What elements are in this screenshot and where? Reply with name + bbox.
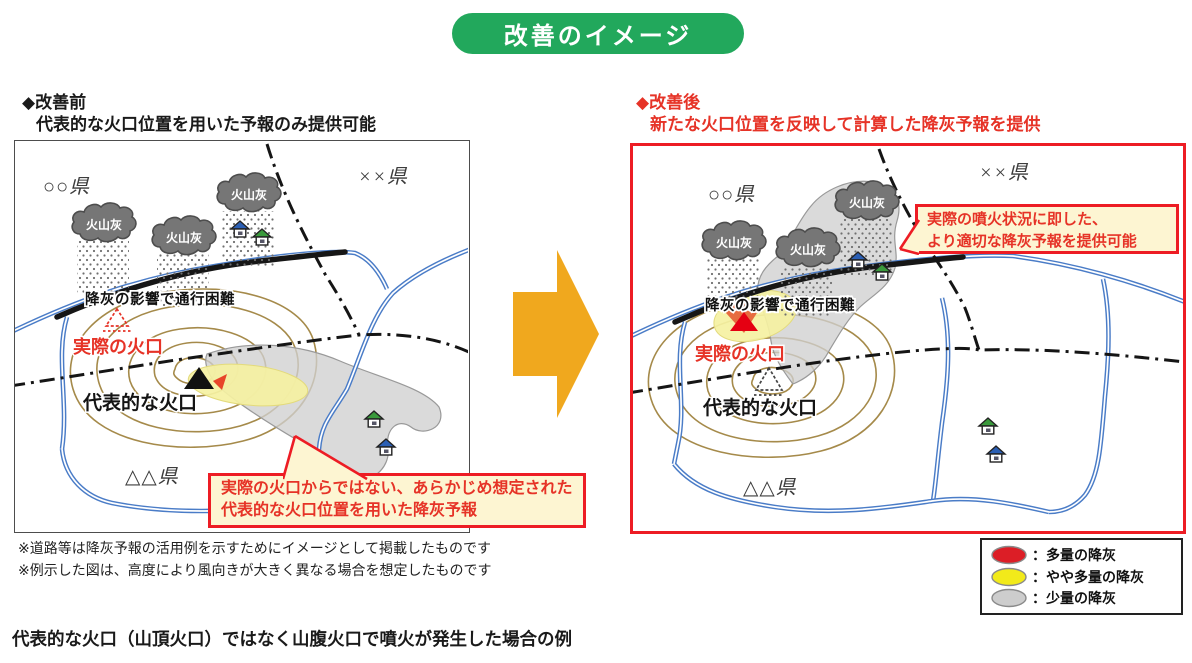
river-east <box>1048 278 1111 515</box>
pref-label-nw: ○○県 <box>43 176 90 198</box>
before-callout: 実際の火口からではない、あらかじめ想定された 代表的な火口位置を用いた降灰予報 <box>208 435 586 528</box>
ash-cloud: 火山灰 <box>834 180 900 221</box>
river-west-inner <box>673 321 686 465</box>
contour-ring <box>674 313 877 443</box>
contour-ring <box>69 288 318 449</box>
pref-label-nw: ○○県 <box>708 184 755 206</box>
pref-label-ne: ××県 <box>358 166 408 188</box>
road-blocked-label: 降灰の影響で通行困難 <box>705 296 855 314</box>
rep-crater-label: 代表的な火口 <box>702 396 817 419</box>
before-subheading: 代表的な火口位置を用いた予報のみ提供可能 <box>36 115 376 135</box>
map-before-canvas: 火山灰 火山灰 火山灰 降灰の影響で通行困難 <box>7 143 472 514</box>
ashfall-legend: ：多量の降灰 ：やや多量の降灰 ：少量の降灰 <box>980 538 1183 615</box>
pref-label-s: △△県 <box>125 466 179 488</box>
footnotes: ※道路等は降灰予報の活用例を示すためにイメージとして掲載したものです ※例示した… <box>18 538 491 581</box>
road-blocked-label: 降灰の影響で通行困難 <box>85 290 235 308</box>
cloud-label: 火山灰 <box>716 235 752 250</box>
actual-crater-label: 実際の火口 <box>695 343 785 364</box>
ash-cloud: 火山灰 <box>775 227 841 268</box>
page-title: 改善のイメージ <box>503 23 693 50</box>
house-green-icon <box>978 417 998 435</box>
actual-crater-triangle <box>104 307 130 327</box>
prefecture-boundary <box>265 143 361 336</box>
cloud-label: 火山灰 <box>86 217 122 232</box>
after-callout-line2: より適切な降灰予報を提供可能 <box>927 232 1137 250</box>
ash-cloud: 火山灰 <box>151 215 217 256</box>
map-before: 火山灰 火山灰 火山灰 降灰の影響で通行困難 <box>7 140 472 533</box>
ash-area-moderate <box>187 363 309 407</box>
callout-pointer <box>899 219 920 255</box>
ashfall-rain <box>77 241 129 293</box>
title-banner: 改善のイメージ <box>452 13 744 54</box>
contour-ring <box>750 366 794 395</box>
legend-moderate-label: ：やや多量の降灰 <box>1032 568 1144 585</box>
contour-ring <box>96 303 299 433</box>
river-branch-inner <box>932 297 949 502</box>
river-south-inner <box>673 463 1050 513</box>
ashfall-rain <box>707 259 759 309</box>
rep-crater-marker <box>754 366 784 396</box>
legend-heavy-icon <box>991 545 1027 565</box>
ash-clouds: 火山灰 火山灰 火山灰 <box>701 180 900 316</box>
legend-moderate-icon <box>991 567 1027 586</box>
actual-crater-label: 実際の火口 <box>73 336 163 357</box>
legend-light-icon <box>991 588 1027 608</box>
prefecture-boundaries <box>9 143 472 388</box>
prefecture-boundary <box>9 332 472 388</box>
after-callout-line1: 実際の噴火状況に即した、 <box>927 211 1108 228</box>
cloud-label: 火山灰 <box>790 242 826 257</box>
prefecture-boundary <box>633 346 1183 394</box>
bottom-caption: 代表的な火口（山頂火口）ではなく山腹火口で噴火が発生した場合の例 <box>12 629 572 649</box>
improvement-arrow-icon <box>513 250 599 418</box>
ash-cloud: 火山灰 <box>216 172 282 213</box>
actual-crater-triangle <box>730 312 758 331</box>
contour-ring <box>731 351 817 407</box>
before-callout-line1: 実際の火口からではない、あらかじめ想定された <box>221 480 573 497</box>
footnote-2: ※例示した図は、高度により風向きが大きく異なる場合を想定したものです <box>18 561 492 578</box>
cloud-label: 火山灰 <box>166 230 202 245</box>
river-south <box>672 462 1050 515</box>
legend-row: ：少量の降灰 <box>990 588 1173 608</box>
actual-crater-marker <box>103 307 131 332</box>
rep-crater-label: 代表的な火口 <box>82 391 197 414</box>
cloud-label: 火山灰 <box>849 195 885 210</box>
after-heading: ◆改善後 <box>636 93 701 112</box>
house-blue-icon <box>986 445 1006 463</box>
ash-clouds: 火山灰 火山灰 火山灰 <box>71 172 282 306</box>
river-west <box>671 321 688 465</box>
ashfall-rain <box>781 266 833 316</box>
legend-row: ：多量の降灰 <box>990 545 1173 565</box>
rep-crater-marker <box>184 367 227 390</box>
cloud-label: 火山灰 <box>231 187 267 202</box>
legend-row: ：やや多量の降灰 <box>990 567 1173 587</box>
river-west-inner <box>61 316 68 450</box>
rep-crater-triangle <box>184 367 214 389</box>
prefecture-boundaries <box>633 148 1183 394</box>
after-subheading: 新たな火口位置を反映して計算した降灰予報を提供 <box>650 115 1041 135</box>
river-east-inner <box>1048 278 1110 513</box>
map-after: 火山灰 火山灰 火山灰 降灰の影響で通行困難 実際の火口 <box>630 143 1186 534</box>
legend-heavy-label: ：多量の降灰 <box>1032 547 1116 563</box>
volcano-contours <box>647 298 896 459</box>
before-callout-line2: 代表的な火口位置を用いた降灰予報 <box>221 502 478 520</box>
legend-light-label: ：少量の降灰 <box>1032 590 1116 606</box>
ash-cloud: 火山灰 <box>71 202 137 243</box>
after-callout: 実際の噴火状況に即した、 より適切な降灰予報を提供可能 <box>899 204 1179 255</box>
before-heading-block: ◆改善前 代表的な火口位置を用いた予報のみ提供可能 <box>22 92 376 136</box>
rep-crater-triangle <box>754 366 784 391</box>
map-after-canvas: 火山灰 火山灰 火山灰 降灰の影響で通行困難 実際の火口 <box>633 148 1183 515</box>
pref-label-s: △△県 <box>743 477 797 499</box>
contour-ring <box>647 298 896 459</box>
vent-offset-arrow <box>213 374 227 390</box>
before-heading: ◆改善前 <box>22 93 87 112</box>
contour-ring <box>705 337 845 425</box>
callout-pointer <box>283 435 368 480</box>
pref-label-ne: ××県 <box>979 162 1029 184</box>
ash-cloud: 火山灰 <box>701 220 767 261</box>
footnote-1: ※道路等は降灰予報の活用例を示すためにイメージとして掲載したものです <box>18 540 492 556</box>
ashfall-rain <box>157 254 209 306</box>
after-heading-block: ◆改善後 新たな火口位置を反映して計算した降灰予報を提供 <box>636 92 1041 136</box>
